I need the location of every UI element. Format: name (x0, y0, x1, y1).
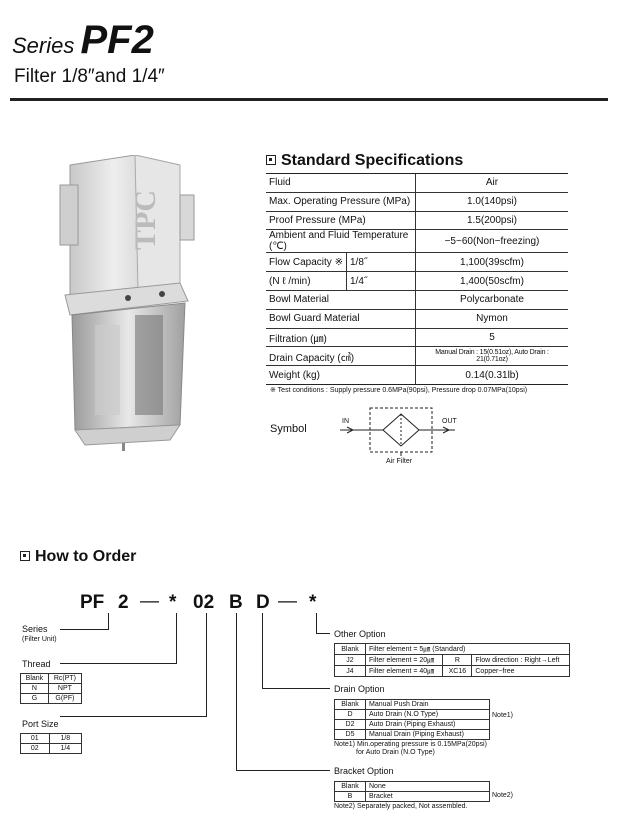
order-title: How to Order (35, 548, 137, 565)
thread-label: Thread (22, 659, 51, 669)
drain-note-marker: Note1) (492, 712, 514, 719)
product-image: TPC (40, 154, 215, 460)
spec-title: Standard Specifications (281, 152, 464, 169)
symbol-caption: Air Filter (386, 458, 413, 465)
air-filter-symbol-icon (335, 405, 465, 462)
order-heading: How to Order (20, 548, 136, 566)
drain-note-cont: for Auto Drain (N.O Type) (356, 749, 435, 756)
series-label: Series (22, 624, 48, 634)
series-prefix: Series (12, 33, 75, 58)
code-pf: PF (80, 592, 105, 613)
connector-line (176, 613, 177, 663)
code-drain: D (256, 592, 270, 613)
table-row: Ambient and Fluid Temperature (℃)−5~60(N… (266, 229, 568, 254)
connector-line (206, 613, 207, 716)
connector-line (60, 629, 109, 630)
drain-note: Note1) Min.operating pressure is 0.15MPa… (334, 741, 487, 748)
spec-note: ※ Test conditions : Supply pressure 0.6M… (270, 387, 528, 394)
connector-line (60, 716, 207, 717)
port-size-label: Port Size (22, 719, 59, 729)
table-row: Flow Capacity ※1/8˝1,100(39scfm) (266, 252, 568, 273)
table-row: Filtration (㎛)5 (266, 328, 568, 348)
code-thread: * (169, 592, 177, 613)
connector-line (262, 613, 263, 688)
table-row: Drain Capacity (㎤)Manual Drain : 15(0.51… (266, 346, 568, 367)
drain-option-label: Drain Option (334, 684, 385, 694)
connector-line (236, 613, 237, 770)
code-dash-1: — (140, 591, 159, 612)
symbol-label: Symbol (270, 423, 307, 435)
other-option-label: Other Option (334, 629, 386, 639)
symbol-out-label: OUT (442, 418, 457, 425)
table-row: Max. Operating Pressure (MPa)1.0(140psi) (266, 192, 568, 212)
symbol-in-label: IN (342, 418, 349, 425)
spec-heading: Standard Specifications (266, 152, 463, 170)
code-2: 2 (118, 592, 129, 613)
series-title: Series PF2 (12, 18, 154, 63)
table-row: (N ℓ /min)1/4˝1,400(50scfm) (266, 271, 568, 291)
connector-line (60, 663, 177, 664)
table-row: Weight (kg)0.14(0.31lb) (266, 365, 568, 385)
connector-line (316, 633, 330, 634)
bracket-note: Note2) Separately packed, Not assembled. (334, 803, 468, 810)
connector-line (108, 613, 109, 630)
connector-line (262, 688, 330, 689)
header-rule (10, 98, 608, 101)
connector-line (316, 613, 317, 633)
table-row: Proof Pressure (MPa)1.5(200psi) (266, 211, 568, 231)
page-subtitle: Filter 1/8″and 1/4″ (14, 66, 165, 87)
series-model: PF2 (80, 18, 154, 62)
bracket-option-label: Bracket Option (334, 766, 394, 776)
code-other: * (309, 592, 317, 613)
code-port: 02 (193, 592, 215, 613)
bracket-note-marker: Note2) (492, 792, 514, 799)
connector-line (236, 770, 330, 771)
square-bullet-icon (266, 155, 276, 165)
code-bracket: B (229, 592, 243, 613)
code-dash-2: — (278, 591, 297, 612)
brand-mark: TPC (129, 190, 162, 250)
square-bullet-icon (20, 551, 30, 561)
series-sub-label: (Filter Unit) (22, 636, 57, 643)
